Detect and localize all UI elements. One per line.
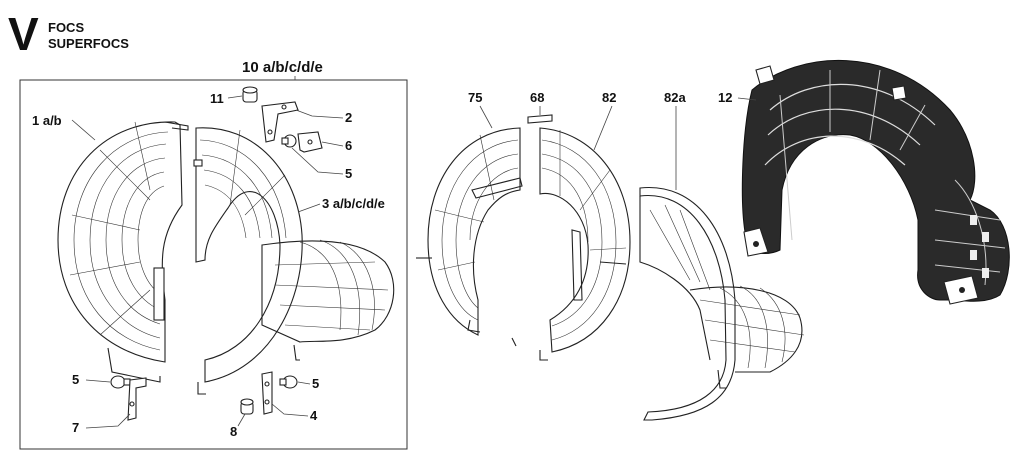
leader-11 xyxy=(227,95,243,99)
callout-68: 68 xyxy=(530,90,544,105)
callout-82: 82 xyxy=(602,90,616,105)
callout-8: 8 xyxy=(230,424,237,439)
leader-75 xyxy=(479,105,493,129)
assembly-frame xyxy=(19,79,408,450)
leader-5-right xyxy=(297,381,311,385)
guard-82a xyxy=(639,187,805,421)
guard-left-half xyxy=(57,121,189,383)
leader-6 xyxy=(321,141,344,147)
header-line-1: FOCS xyxy=(48,20,84,35)
part-2-bracket xyxy=(261,101,299,143)
guard-75 xyxy=(416,127,523,347)
callout-5-right: 5 xyxy=(312,376,319,391)
callout-6: 6 xyxy=(345,138,352,153)
callout-assembly-10: 10 a/b/c/d/e xyxy=(242,59,323,76)
part-5-screw-left xyxy=(110,375,131,389)
header-letter: V xyxy=(8,8,39,60)
callout-4: 4 xyxy=(310,408,318,423)
part-11-cap xyxy=(242,86,258,103)
callout-7: 7 xyxy=(72,420,79,435)
leader-8 xyxy=(237,413,246,427)
callout-11: 11 xyxy=(210,91,224,106)
leader-2 xyxy=(295,109,344,119)
leader-82 xyxy=(593,105,613,151)
leader-4 xyxy=(271,403,309,417)
callout-75: 75 xyxy=(468,90,482,105)
part-7-bracket xyxy=(127,377,147,421)
callout-1ab: 1 a/b xyxy=(32,113,62,128)
part-5-screw-right xyxy=(279,375,298,389)
guard-82 xyxy=(539,127,631,361)
callout-82a: 82a xyxy=(664,90,686,105)
header-line-2: SUPERFOCS xyxy=(48,36,129,51)
callout-2: 2 xyxy=(345,110,352,125)
callout-5-top: 5 xyxy=(345,166,352,181)
cover-12 xyxy=(741,60,1010,305)
leader-7 xyxy=(85,413,131,429)
callout-3: 3 a/b/c/d/e xyxy=(322,196,385,211)
leader-3 xyxy=(297,203,321,213)
guard-right-half xyxy=(193,127,395,395)
leader-5-top xyxy=(291,147,344,175)
leader-12 xyxy=(737,97,757,101)
callout-5-left: 5 xyxy=(72,372,79,387)
part-5-screw-top xyxy=(281,134,297,148)
part-6-bracket xyxy=(297,131,323,153)
part-68-clip xyxy=(527,114,553,124)
part-8-cap xyxy=(240,398,254,415)
part-4-bracket xyxy=(261,371,273,415)
callout-12: 12 xyxy=(718,90,732,105)
leader-1ab xyxy=(71,119,96,141)
leader-5-left xyxy=(85,379,111,383)
